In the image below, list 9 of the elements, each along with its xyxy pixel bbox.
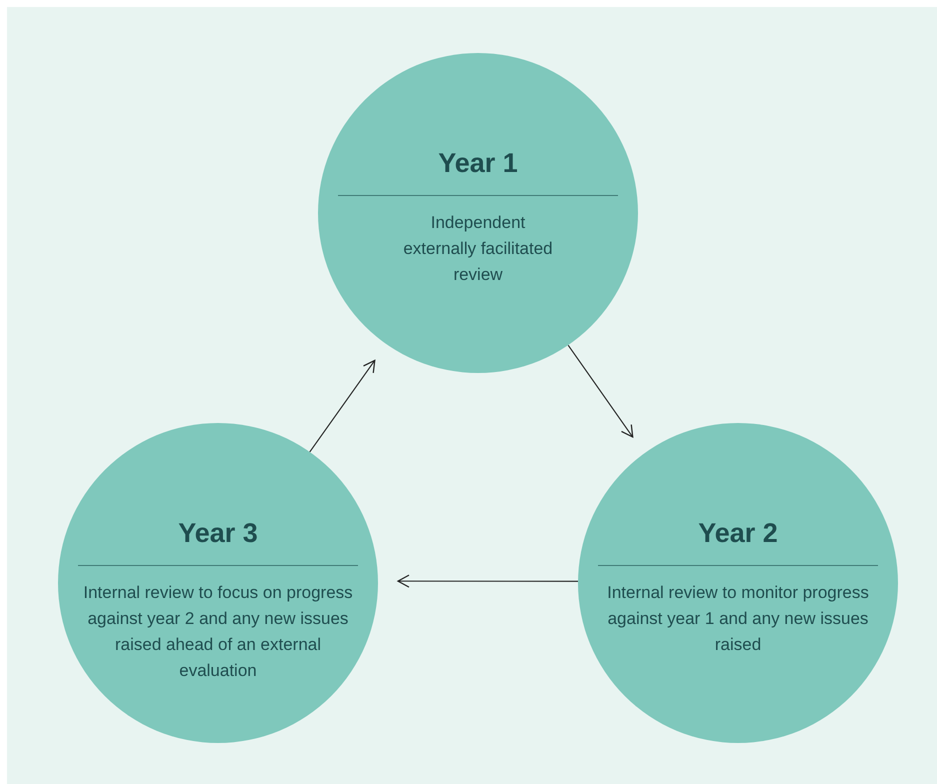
stage-description: Internal review to focus on progress against year 2 and any new issues raised ahead of an external evaluation [83, 582, 353, 682]
stage-title: Year 1 [438, 147, 518, 180]
stage-title: Year 2 [698, 517, 778, 550]
stage-description: Independent externally facilitated review [403, 212, 553, 286]
stage-description: Internal review to monitor progress against year 1 and any new issues raised [606, 582, 870, 656]
arrow [397, 574, 578, 588]
arrow [568, 344, 634, 438]
stage-title: Year 3 [178, 517, 258, 550]
arrow [309, 360, 376, 452]
